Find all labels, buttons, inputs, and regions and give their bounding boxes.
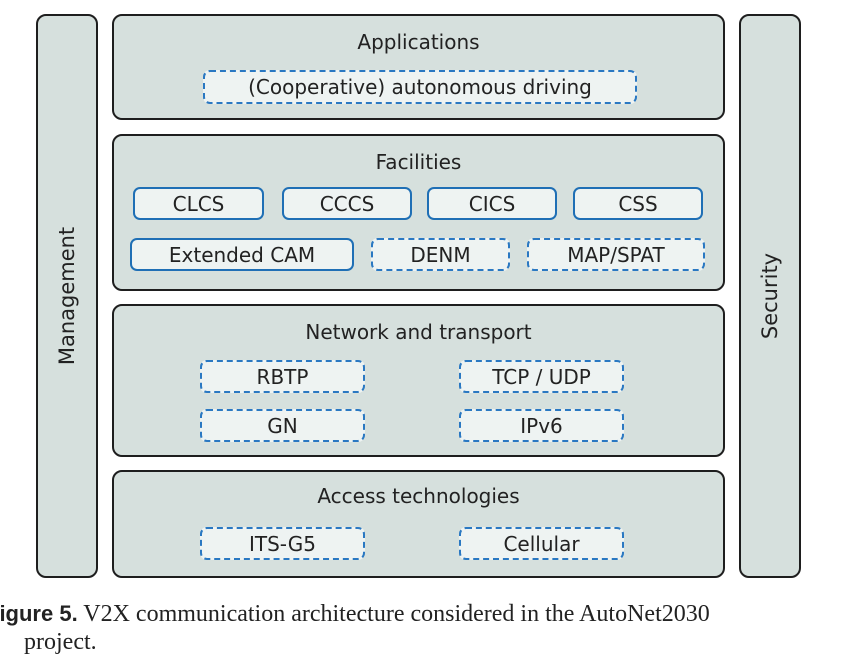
tcp-udp-box: TCP / UDP: [459, 360, 624, 393]
security-panel: Security: [739, 14, 801, 578]
figure-label: Figure 5.: [0, 601, 78, 626]
facilities-title: Facilities: [375, 150, 462, 174]
caption-text: V2X communication architecture considere…: [77, 601, 710, 627]
facilities-layer: Facilities CLCS CCCS CICS CSS Extended C…: [112, 134, 725, 291]
autonomous-driving-box: (Cooperative) autonomous driving: [203, 70, 637, 104]
cccs-box: CCCS: [282, 187, 412, 220]
css-box: CSS: [573, 187, 703, 220]
caption-text-line2: project.: [24, 629, 97, 655]
denm-box: DENM: [371, 238, 510, 271]
network-transport-title: Network and transport: [305, 320, 532, 344]
map-spat-box: MAP/SPAT: [527, 238, 705, 271]
its-g5-box: ITS-G5: [200, 527, 365, 560]
applications-layer: Applications (Cooperative) autonomous dr…: [112, 14, 725, 120]
cellular-box: Cellular: [459, 527, 624, 560]
access-technologies-layer: Access technologies ITS-G5 Cellular: [112, 470, 725, 578]
extended-cam-box: Extended CAM: [130, 238, 354, 271]
applications-title: Applications: [357, 30, 480, 54]
management-panel: Management: [36, 14, 98, 578]
rbtp-box: RBTP: [200, 360, 365, 393]
network-transport-layer: Network and transport RBTP TCP / UDP GN …: [112, 304, 725, 457]
gn-box: GN: [200, 409, 365, 442]
access-technologies-title: Access technologies: [317, 484, 520, 508]
cics-box: CICS: [427, 187, 557, 220]
figure-caption: Figure 5. V2X communication architecture…: [0, 600, 846, 656]
ipv6-box: IPv6: [459, 409, 624, 442]
clcs-box: CLCS: [133, 187, 264, 220]
security-label: Security: [758, 252, 782, 340]
management-label: Management: [55, 226, 79, 366]
